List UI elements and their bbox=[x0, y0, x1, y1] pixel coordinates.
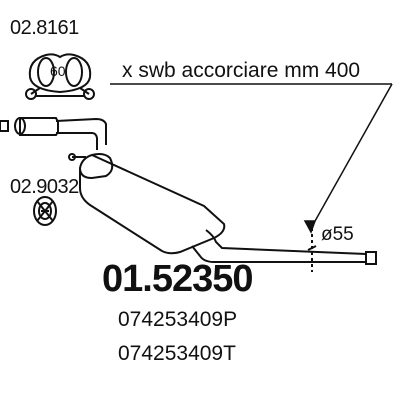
ring-part-code: 02.9032 bbox=[10, 176, 79, 198]
oe-number-1: 074253409P bbox=[118, 308, 238, 331]
shortening-note: x swb accorciare mm 400 bbox=[122, 59, 361, 82]
note-leader bbox=[110, 83, 393, 234]
oe-number-2: 074253409T bbox=[118, 342, 236, 365]
main-part-number: 01.52350 bbox=[102, 258, 253, 300]
clamp-icon bbox=[25, 53, 95, 100]
ring-icon bbox=[33, 196, 57, 226]
pipe-diameter-label: ø55 bbox=[321, 224, 354, 245]
clamp-size-label: 60 bbox=[50, 63, 66, 79]
clamp-part-code: 02.8161 bbox=[10, 17, 79, 39]
muffler-assembly bbox=[0, 117, 377, 272]
